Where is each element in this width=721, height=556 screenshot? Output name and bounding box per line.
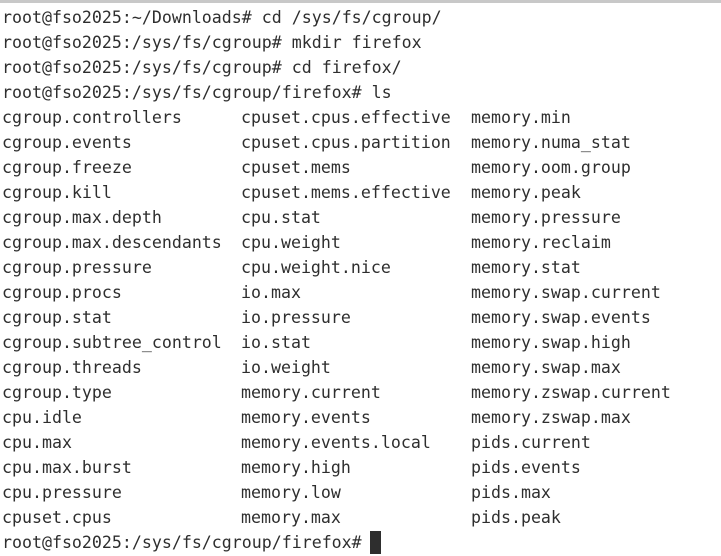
ls-row: cpu.pressure memory.low pids.max bbox=[2, 480, 721, 505]
ls-entry: cpu.weight.nice bbox=[241, 258, 391, 277]
ls-entry: memory.events.local bbox=[241, 433, 431, 452]
command: cd firefox/ bbox=[291, 58, 402, 77]
ls-entry: cgroup.threads bbox=[2, 358, 142, 377]
window-top-border bbox=[0, 0, 721, 3]
ls-entry: cgroup.subtree_control bbox=[2, 333, 222, 352]
ls-row: cgroup.freeze cpuset.mems memory.oom.group bbox=[2, 155, 721, 180]
ls-entry: memory.zswap.current bbox=[471, 383, 671, 402]
ls-entry: cgroup.events bbox=[2, 133, 132, 152]
ls-entry: memory.oom.group bbox=[471, 158, 631, 177]
ls-entry: memory.zswap.max bbox=[471, 408, 631, 427]
ls-entry: cgroup.controllers bbox=[2, 108, 182, 127]
ls-row: cgroup.max.depth cpu.stat memory.pressure bbox=[2, 205, 721, 230]
ls-row: cgroup.kill cpuset.mems.effective memory.p… bbox=[2, 180, 721, 205]
ls-entry: cpuset.cpus bbox=[2, 508, 112, 527]
ls-entry: cpuset.cpus.partition bbox=[241, 133, 451, 152]
ls-row: cpuset.cpus memory.max pids.peak bbox=[2, 505, 721, 530]
command-line: root@fso2025:/sys/fs/cgroup# cd firefox/ bbox=[2, 55, 721, 80]
ls-entry: cgroup.freeze bbox=[2, 158, 132, 177]
ls-entry: memory.high bbox=[241, 458, 351, 477]
prompt: root@fso2025:/sys/fs/cgroup/firefox# bbox=[2, 83, 362, 102]
cursor bbox=[369, 531, 381, 554]
ls-entry: cpu.pressure bbox=[2, 483, 122, 502]
ls-entry: cpuset.cpus.effective bbox=[241, 108, 451, 127]
prompt: root@fso2025:~/Downloads# bbox=[2, 8, 252, 27]
ls-row: cgroup.events cpuset.cpus.partition memory… bbox=[2, 130, 721, 155]
ls-entry: cgroup.type bbox=[2, 383, 112, 402]
command-line: root@fso2025:/sys/fs/cgroup/firefox# ls bbox=[2, 80, 721, 105]
ls-row: cgroup.threads io.weight memory.swap.max bbox=[2, 355, 721, 380]
ls-entry: cgroup.stat bbox=[2, 308, 112, 327]
ls-row: cgroup.max.descendants cpu.weight memory.r… bbox=[2, 230, 721, 255]
ls-row: cpu.idle memory.events memory.zswap.max bbox=[2, 405, 721, 430]
prompt: root@fso2025:/sys/fs/cgroup# bbox=[2, 58, 282, 77]
ls-entry: io.pressure bbox=[241, 308, 351, 327]
ls-entry: memory.swap.high bbox=[471, 333, 631, 352]
ls-entry: cpu.max.burst bbox=[2, 458, 132, 477]
ls-entry: memory.peak bbox=[471, 183, 581, 202]
ls-entry: memory.max bbox=[241, 508, 341, 527]
current-prompt-line[interactable]: root@fso2025:/sys/fs/cgroup/firefox# bbox=[2, 530, 721, 555]
ls-entry: pids.max bbox=[471, 483, 551, 502]
ls-entry: pids.current bbox=[471, 433, 591, 452]
command: mkdir firefox bbox=[291, 33, 422, 52]
ls-entry: cpu.idle bbox=[2, 408, 82, 427]
ls-entry: memory.reclaim bbox=[471, 233, 611, 252]
ls-row: cgroup.type memory.current memory.zswap.cu… bbox=[2, 380, 721, 405]
ls-entry: memory.current bbox=[241, 383, 381, 402]
ls-entry: cpu.max bbox=[2, 433, 72, 452]
ls-entry: cpuset.mems.effective bbox=[241, 183, 451, 202]
prompt: root@fso2025:/sys/fs/cgroup/firefox# bbox=[2, 533, 362, 552]
ls-row: cgroup.subtree_control io.stat memory.swap… bbox=[2, 330, 721, 355]
ls-row: cgroup.procs io.max memory.swap.current bbox=[2, 280, 721, 305]
ls-entry: cgroup.procs bbox=[2, 283, 122, 302]
ls-row: cgroup.controllers cpuset.cpus.effective m… bbox=[2, 105, 721, 130]
ls-row: cpu.max memory.events.local pids.current bbox=[2, 430, 721, 455]
ls-entry: memory.swap.events bbox=[471, 308, 651, 327]
ls-entry: pids.events bbox=[471, 458, 581, 477]
ls-entry: cpu.weight bbox=[241, 233, 341, 252]
ls-entry: cgroup.max.descendants bbox=[2, 233, 222, 252]
command: ls bbox=[371, 83, 392, 102]
ls-entry: memory.stat bbox=[471, 258, 581, 277]
ls-entry: memory.numa_stat bbox=[471, 133, 631, 152]
ls-entry: cgroup.max.depth bbox=[2, 208, 162, 227]
ls-entry: io.stat bbox=[241, 333, 311, 352]
ls-entry: io.weight bbox=[241, 358, 331, 377]
terminal-output[interactable]: root@fso2025:~/Downloads# cd /sys/fs/cgr… bbox=[2, 5, 721, 555]
prompt: root@fso2025:/sys/fs/cgroup# bbox=[2, 33, 282, 52]
ls-row: cgroup.pressure cpu.weight.nice memory.sta… bbox=[2, 255, 721, 280]
ls-entry: memory.pressure bbox=[471, 208, 621, 227]
ls-row: cpu.max.burst memory.high pids.events bbox=[2, 455, 721, 480]
ls-entry: io.max bbox=[241, 283, 301, 302]
command-line: root@fso2025:~/Downloads# cd /sys/fs/cgr… bbox=[2, 5, 721, 30]
command-line: root@fso2025:/sys/fs/cgroup# mkdir firef… bbox=[2, 30, 721, 55]
ls-entry: cgroup.pressure bbox=[2, 258, 152, 277]
ls-entry: memory.swap.max bbox=[471, 358, 621, 377]
ls-entry: cpuset.mems bbox=[241, 158, 351, 177]
ls-entry: cpu.stat bbox=[241, 208, 321, 227]
ls-entry: memory.low bbox=[241, 483, 341, 502]
ls-entry: cgroup.kill bbox=[2, 183, 112, 202]
ls-entry: pids.peak bbox=[471, 508, 561, 527]
ls-entry: memory.min bbox=[471, 108, 571, 127]
command: cd /sys/fs/cgroup/ bbox=[261, 8, 442, 27]
ls-entry: memory.events bbox=[241, 408, 371, 427]
ls-entry: memory.swap.current bbox=[471, 283, 661, 302]
ls-row: cgroup.stat io.pressure memory.swap.events bbox=[2, 305, 721, 330]
